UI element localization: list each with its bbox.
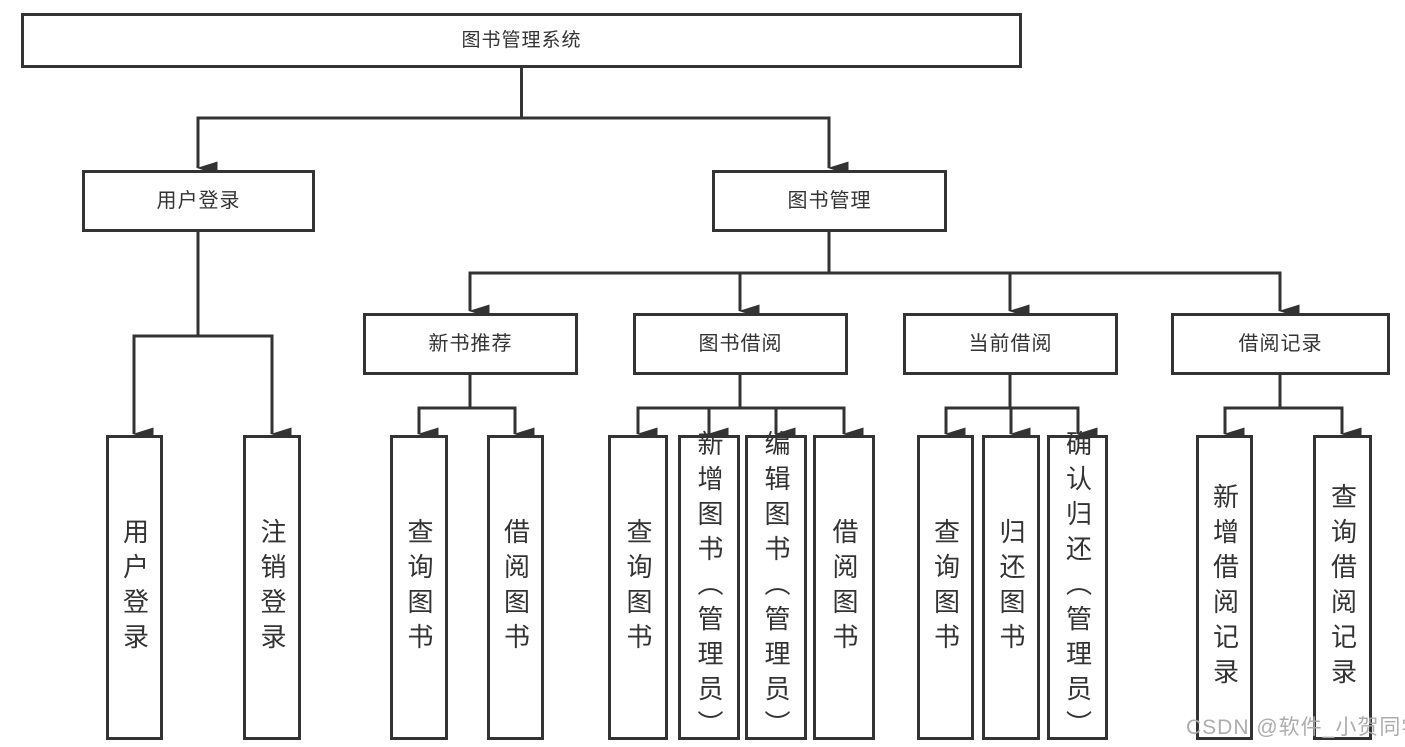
node-book-management: 图书管理 [712, 170, 947, 232]
leaf-user-login: 用户登录 [106, 435, 163, 740]
csdn-watermark: CSDN @软件_小贺同学 [1186, 716, 1405, 739]
node-label: 编辑图书（管理员） [761, 430, 791, 745]
node-label: 注销登录 [257, 517, 287, 658]
node-label: 借阅图书 [829, 517, 859, 658]
node-label: 新增借阅记录 [1209, 482, 1240, 693]
node-label: 当前借阅 [968, 333, 1053, 355]
leaf-edit-books-admin: 编辑图书（管理员） [745, 430, 807, 745]
leaf-add-borrow-record: 新增借阅记录 [1196, 435, 1253, 740]
node-label: 确认归还（管理员） [1062, 430, 1093, 745]
node-label: 用户登录 [156, 190, 241, 212]
leaf-borrow-books-1: 借阅图书 [487, 435, 544, 740]
node-current-borrow: 当前借阅 [903, 313, 1118, 375]
node-user-login: 用户登录 [82, 170, 315, 232]
leaf-return-books: 归还图书 [982, 435, 1040, 740]
leaf-query-books-2: 查询图书 [608, 435, 668, 740]
node-label: 查询借阅记录 [1327, 482, 1358, 693]
leaf-borrow-books-2: 借阅图书 [813, 435, 875, 740]
node-label: 借阅记录 [1238, 333, 1323, 355]
node-label: 图书借阅 [698, 333, 783, 355]
node-borrow-record: 借阅记录 [1171, 313, 1390, 375]
node-label: 查询图书 [930, 517, 961, 658]
node-book-borrow: 图书借阅 [633, 313, 848, 375]
node-label: 查询图书 [404, 517, 434, 658]
leaf-query-books-3: 查询图书 [917, 435, 974, 740]
node-label: 借阅图书 [500, 517, 531, 658]
leaf-logout: 注销登录 [243, 435, 301, 740]
leaf-query-books-1: 查询图书 [390, 435, 448, 740]
leaf-query-borrow-record: 查询借阅记录 [1313, 435, 1372, 740]
node-label: 图书管理系统 [461, 30, 582, 51]
leaf-confirm-return-admin: 确认归还（管理员） [1047, 430, 1108, 745]
node-root-system: 图书管理系统 [21, 13, 1022, 68]
node-label: 新书推荐 [428, 333, 513, 355]
node-label: 归还图书 [996, 517, 1026, 658]
node-label: 查询图书 [623, 517, 653, 658]
node-label: 新增图书（管理员） [694, 430, 724, 745]
node-label: 用户登录 [119, 517, 150, 658]
node-new-book-recommend: 新书推荐 [363, 313, 578, 375]
node-label: 图书管理 [787, 190, 872, 212]
leaf-add-books-admin: 新增图书（管理员） [678, 430, 740, 745]
